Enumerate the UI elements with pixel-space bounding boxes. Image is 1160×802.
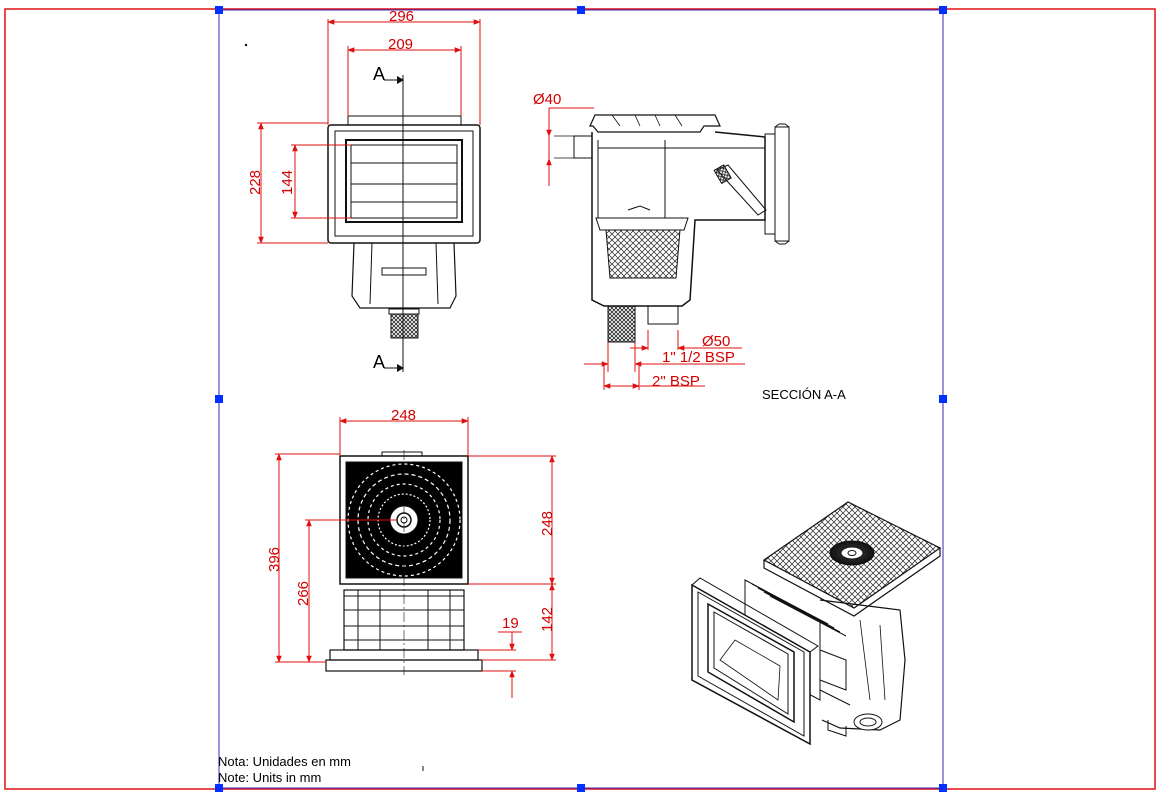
dim-height-outer: 228	[247, 170, 264, 195]
grip-bottom-left[interactable]	[215, 784, 223, 792]
dim-thread-large: 2" BSP	[652, 373, 700, 390]
dim-height-inner: 144	[279, 170, 296, 195]
note-spanish: Nota: Unidades en mm	[218, 754, 351, 769]
section-title: SECCIÓN A-A	[762, 387, 846, 402]
grip-mid-left[interactable]	[215, 395, 223, 403]
viewport-grips[interactable]	[215, 6, 947, 792]
grip-bottom-right[interactable]	[939, 784, 947, 792]
top-view: 248 396 266 248 142 19	[266, 407, 556, 698]
dim-body-height: 142	[539, 607, 556, 632]
dim-total-height: 396	[266, 547, 283, 572]
grip-bottom-mid[interactable]	[577, 784, 585, 792]
section-view: Ø40 Ø50 1" 1/2 BSP 2" BSP SECCIÓN A-A	[533, 91, 846, 402]
dim-width-outer: 296	[389, 8, 414, 25]
dim-outlet: Ø50	[702, 333, 730, 350]
grip-top-left[interactable]	[215, 6, 223, 14]
dim-flange: 19	[502, 615, 519, 632]
dim-thread-small: 1" 1/2 BSP	[662, 349, 735, 366]
section-mark-bottom: A	[373, 352, 385, 372]
grip-mid-right[interactable]	[939, 395, 947, 403]
front-view: A A 296 209 228 144	[247, 8, 481, 372]
grip-top-right[interactable]	[939, 6, 947, 14]
dim-inlet: Ø40	[533, 91, 561, 108]
section-mark-top: A	[373, 64, 385, 84]
dim-width-inner: 209	[388, 36, 413, 53]
isometric-view	[691, 501, 942, 746]
dim-lid-height: 248	[539, 511, 556, 536]
dim-top-width: 248	[391, 407, 416, 424]
sheet-border	[4, 8, 1156, 790]
dim-center-height: 266	[295, 581, 312, 606]
grip-top-mid[interactable]	[577, 6, 585, 14]
note-english: Note: Units in mm	[218, 770, 321, 785]
stray-point	[244, 43, 248, 47]
